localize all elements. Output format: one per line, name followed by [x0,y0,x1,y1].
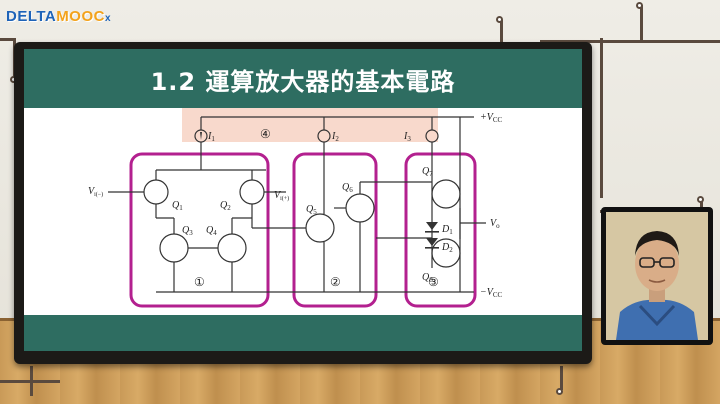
lecture-slide: 1.2 運算放大器的基本電路 [24,49,582,351]
trace-decoration [640,5,643,43]
label-q3: Q3 [182,225,193,237]
label-vin-negative: Vi(−) [88,186,103,198]
diode-d1-bar [425,231,439,233]
section-3-label: ③ [428,275,439,289]
label-i3: I3 [403,131,411,143]
trace-decoration [540,40,720,43]
label-q8: Q8 [422,272,433,284]
trace-pad [636,2,643,9]
trace-decoration [0,38,16,41]
diode-d1-symbol [426,222,438,230]
section-1-label: ① [194,275,205,289]
deltamoocx-logo: DELTAMOOCx [6,8,111,25]
logo-text-x: x [104,13,112,24]
trace-decoration [700,200,703,212]
slide-footer-band [24,315,582,351]
trace-pad [556,388,563,395]
label-q6: Q6 [342,182,353,194]
label-vcc-negative: −VCC [480,287,503,299]
slide-header-band: 1.2 運算放大器的基本電路 [24,49,582,108]
label-vin-positive: Vi(+) [274,190,289,202]
label-vo: Vo [490,218,500,230]
section-2-box [292,152,378,308]
label-q4: Q4 [206,225,217,237]
label-d2: D2 [441,242,453,254]
label-q1: Q1 [172,200,183,212]
section-4-label: ④ [260,127,271,141]
op-amp-circuit-diagram: I1 ④ I2 I3 +VCC −VCC Vi(−) Vi(+) Vo Q1 Q… [88,108,503,308]
logo-text-delta: DELTA [6,8,57,25]
label-vcc-positive: +VCC [480,112,503,124]
label-i2: I2 [331,131,339,143]
slide-title: 1.2 運算放大器的基本電路 [150,68,456,96]
label-q2: Q2 [220,200,231,212]
diode-d2-symbol [426,238,438,246]
trace-pad [697,196,704,203]
label-d1: D1 [441,224,453,236]
diode-d2-bar [425,247,439,249]
logo-text-mooc: MOOC [56,8,105,25]
trace-decoration [600,38,603,198]
trace-decoration [500,20,503,42]
section-3-box [404,152,477,308]
label-q5: Q5 [306,204,317,216]
presenter-figure [606,212,708,340]
section-2-label: ② [330,275,341,289]
trace-decoration [0,380,60,383]
label-q7: Q7 [422,166,433,178]
section-1-box [129,152,270,308]
presenter-video [606,212,708,340]
trace-pad [496,16,503,23]
trace-decoration [560,366,563,390]
section-4-current-source-region [182,108,438,142]
label-i1: I1 [207,131,215,143]
